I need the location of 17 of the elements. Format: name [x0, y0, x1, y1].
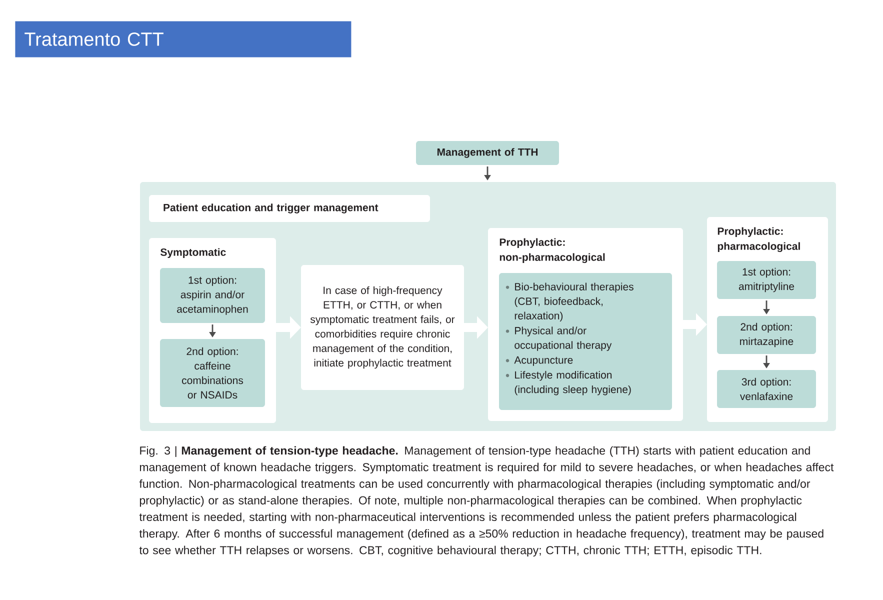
option-box: 1st option: aspirin and/or acetaminophen — [160, 268, 265, 323]
start-box: Management of TTH — [416, 141, 559, 165]
condition-box: In case of high-frequency ETTH, or CTTH, or when symptomatic treatment fails, or comorbidities require chronic management of the condition, initiate prophylactic treatment — [301, 265, 464, 390]
info-box: Patient education and trigger management — [149, 195, 430, 222]
list-item: Bio-behavioural therapies (CBT, biofeedback, relaxation) — [514, 282, 634, 322]
option-box: 3rd option: venlafaxine — [717, 370, 816, 408]
title-banner: Tratamento CTT — [15, 21, 352, 58]
option-box: 2nd option: caffeine combinations or NSAIDs — [160, 339, 265, 407]
caption: Fig. 3 | Management of tension-type headache. Management of tension-type headache (TTH) starts with patient education and management of known headache triggers. Symptomatic treatment is required for mild to severe headaches, or when headaches affect function. Non-pharmacological treatments can be used concurrently with pharmacological therapies (including symptomatic and/or prophylactic) or as stand-alone therapies. Of note, multiple non-pharmacological therapies can be combined. When prophylactic treatment is needed, starting with non-pharmaceutical interventions is recommended unless the patient prefers pharmacological therapy. After 6 months of successful management (defined as a ≥50% reduction in headache frequency), treatment may be paused to see whether TTH relapses or worsens. CBT, cognitive behavioural therapy; CTTH, chronic TTH; ETTH, episodic TTH. — [139, 446, 834, 557]
panel-heading: Prophylactic: pharmacological — [718, 227, 800, 252]
panel-heading: Prophylactic: non-pharmacological — [500, 238, 605, 264]
list-item: Physical and/or occupational therapy — [514, 326, 612, 351]
option-box: 1st option: amitriptyline — [717, 261, 816, 299]
list-item: Acupuncture — [514, 356, 573, 366]
list-item: Lifestyle modification (including sleep hygiene) — [514, 370, 631, 396]
panel-heading: Symptomatic — [160, 248, 226, 258]
option-box: 2nd option: mirtazapine — [717, 316, 816, 354]
